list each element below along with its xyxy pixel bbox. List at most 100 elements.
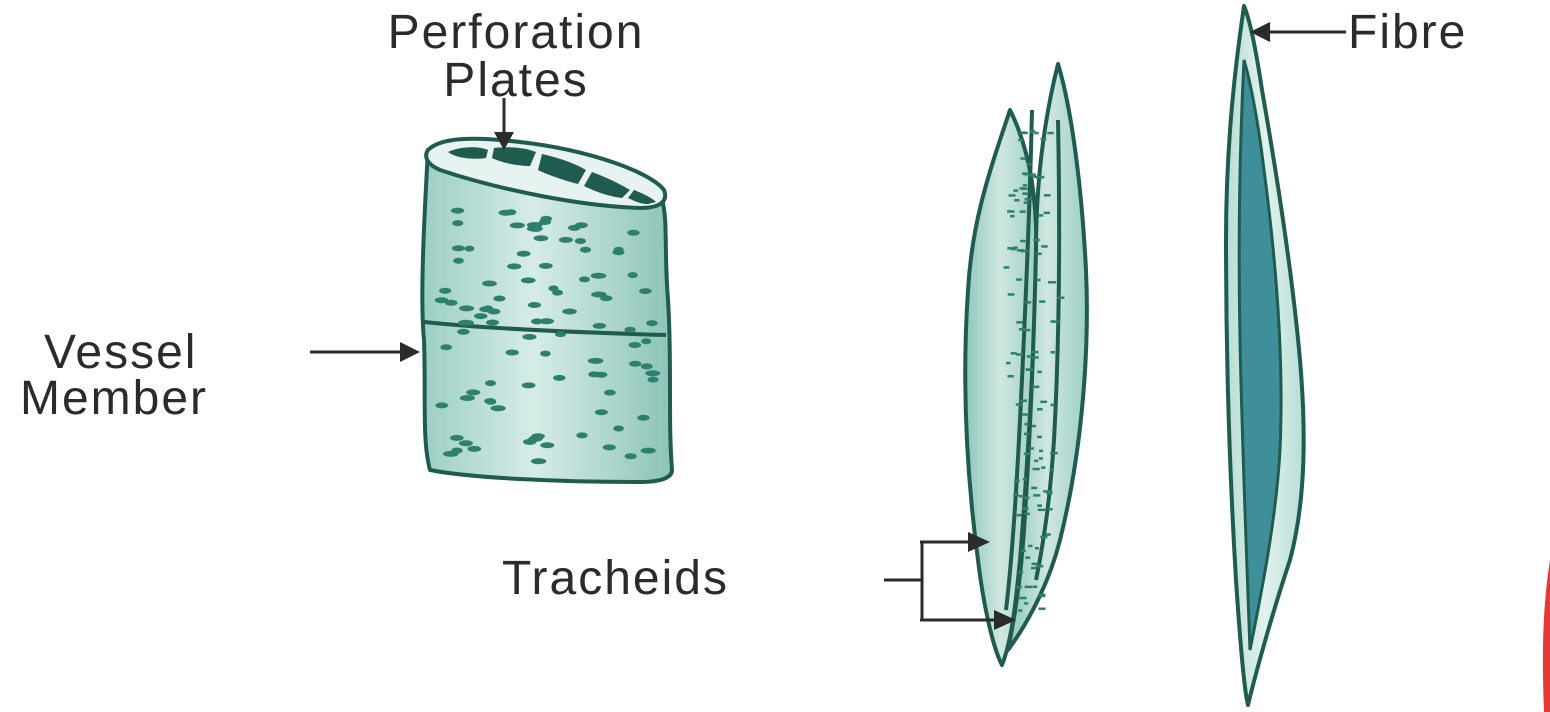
vessel-pit (451, 448, 462, 454)
vessel-pit (452, 245, 465, 251)
tracheid-pit (1024, 453, 1031, 456)
vessel-pit (531, 458, 546, 464)
tracheid-pit (1037, 436, 1042, 439)
vessel-member-label-group: Vessel Member (20, 326, 420, 425)
tracheid-pit (1041, 138, 1047, 141)
tracheid-pit (1024, 513, 1030, 516)
vessel-pit (457, 329, 469, 335)
tracheid-pit (1040, 401, 1047, 404)
vessel-pit (507, 263, 521, 269)
tracheid-pit (1044, 194, 1051, 197)
vessel-pit (522, 382, 536, 388)
tracheid-pit (1037, 408, 1043, 411)
tracheid-pit (1008, 293, 1015, 296)
tracheid-pit (1048, 508, 1053, 511)
tracheid-pit (1018, 571, 1023, 574)
tracheid-pit (1039, 608, 1046, 611)
vessel-pit (641, 448, 656, 454)
vessel-pit (604, 390, 616, 396)
tracheid-pit (1020, 132, 1028, 135)
tracheid-pit (1032, 563, 1038, 566)
tracheid-pit (1032, 425, 1036, 428)
tracheid-pit (1039, 450, 1043, 453)
tracheid-pit (1011, 352, 1017, 355)
tracheid-pit (1023, 329, 1030, 332)
tracheid-pit (1014, 199, 1019, 202)
vessel-pit (628, 272, 638, 278)
tracheid-pit (1033, 586, 1038, 589)
perforation-label-line1: Perforation (388, 6, 645, 59)
tracheid-pit (1036, 253, 1042, 256)
tracheid-pit (1041, 466, 1045, 469)
tracheid-pit (1032, 386, 1040, 389)
vessel-pit (591, 292, 607, 298)
vessel-pit (613, 249, 625, 255)
tracheid-pit (1006, 362, 1011, 365)
tracheid-pit (1033, 494, 1040, 497)
tracheid-pit (1030, 447, 1034, 450)
tracheid-pit (1024, 602, 1028, 605)
tracheid-pit (1038, 214, 1043, 217)
vessel-pit (579, 276, 590, 282)
vessel-pit (629, 361, 641, 367)
tracheid-pit (1030, 174, 1034, 177)
tracheid-pit (1027, 369, 1033, 372)
tracheid-pit (1057, 297, 1064, 300)
tracheid-pit (1044, 212, 1050, 215)
tracheid-pit (1022, 188, 1028, 191)
tracheid-pit (1050, 452, 1058, 455)
tracheid-pit (1020, 400, 1027, 403)
tracheid-pit (1018, 609, 1022, 612)
vessel-pit (485, 380, 496, 386)
tracheid-pit (1016, 403, 1022, 406)
tracheid-pit (1025, 556, 1030, 559)
tracheid-pit (1017, 586, 1022, 589)
perforation-plates-label-group: Perforation Plates (388, 6, 645, 150)
tracheid-pit (1023, 478, 1027, 481)
edge-accent (1543, 560, 1550, 712)
tracheid-pit (1046, 491, 1053, 494)
tracheid-pit (1040, 595, 1045, 598)
tracheid-pit (1036, 279, 1040, 282)
vessel-pit (641, 363, 653, 369)
fibre-cell (1226, 6, 1304, 705)
vessel-pit (510, 222, 525, 228)
vessel-pit (591, 273, 607, 279)
tracheid-pit (1016, 353, 1023, 356)
tracheid-pit (1025, 586, 1033, 589)
vessel-arrow-head (400, 342, 420, 362)
vessel-pit (531, 318, 543, 324)
tracheid-pit (1035, 547, 1039, 550)
tracheid-pit (1051, 351, 1055, 354)
vessel-pit (625, 453, 637, 459)
tracheid-pit (1020, 157, 1026, 160)
tracheids-label: Tracheids (502, 552, 729, 605)
vessel-pit (540, 442, 554, 448)
tracheid-pit (1016, 321, 1022, 324)
tracheid-pit (1009, 194, 1016, 197)
tracheid-pit (1031, 351, 1039, 354)
tracheid-pit (1024, 173, 1028, 176)
tracheid-pit (1016, 278, 1022, 281)
tracheid-pit (1024, 201, 1029, 204)
vessel-pit (534, 235, 549, 241)
vessel-pit (603, 444, 616, 450)
vessel-pit (460, 395, 475, 401)
vessel-pit (548, 285, 558, 291)
tracheid-pit (1014, 480, 1020, 483)
vessel-pit (435, 402, 448, 408)
tracheid-pit (1017, 514, 1022, 517)
vessel-pit (645, 370, 660, 376)
tracheid-pit (1010, 215, 1015, 218)
vessel-pit (641, 338, 651, 344)
tracheid-pit (1033, 239, 1039, 242)
vessel-pit (452, 220, 463, 226)
tracheid-pit (1025, 301, 1032, 304)
vessel-pit (453, 258, 464, 264)
tracheid-pit (1031, 567, 1036, 570)
vessel-pit (506, 350, 519, 356)
tracheid-pit (1013, 493, 1019, 496)
vessel-pit (450, 435, 464, 441)
vessel-pit (459, 305, 474, 311)
